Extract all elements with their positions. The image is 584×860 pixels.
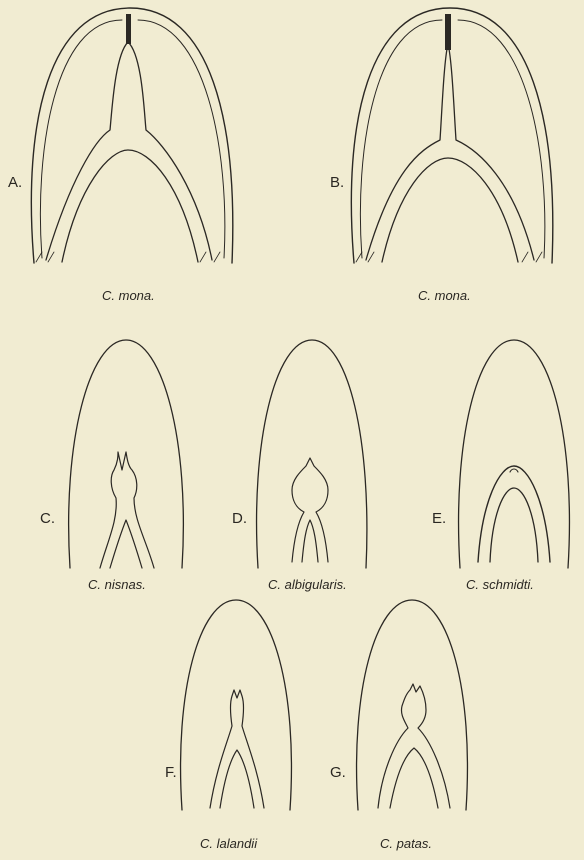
fig-e-bone-top: [510, 469, 518, 472]
fig-g-bone-inner: [390, 748, 438, 808]
figure-e-letter: E.: [432, 510, 446, 527]
fig-d-bone-inner: [302, 520, 318, 562]
fig-e-bone-inner: [490, 488, 538, 562]
figure-f-drawing: [181, 600, 292, 810]
figure-b-caption: C. mona.: [418, 288, 471, 303]
figure-a-caption: C. mona.: [102, 288, 155, 303]
fig-d-outline: [257, 340, 367, 568]
figure-e-drawing: [459, 340, 570, 568]
figure-c-caption: C. nisnas.: [88, 577, 146, 592]
figure-d-letter: D.: [232, 510, 247, 527]
figure-g-letter: G.: [330, 764, 346, 781]
figure-f-caption: C. lalandii: [200, 836, 257, 851]
figure-g-drawing: [357, 600, 468, 810]
figure-b-drawing: [351, 8, 552, 263]
figure-f-letter: F.: [165, 764, 177, 781]
figure-a-drawing: [31, 8, 232, 263]
fig-g-bone: [378, 684, 450, 808]
fig-f-outline: [181, 600, 292, 810]
fig-d-bone: [292, 458, 328, 562]
figure-d-drawing: [257, 340, 367, 568]
figure-d-caption: C. albigularis.: [268, 577, 347, 592]
fig-b-inner-wavy-outline: [360, 20, 544, 258]
figure-e-caption: C. schmidti.: [466, 577, 534, 592]
fig-a-inner-wavy-outline: [40, 20, 224, 258]
fig-c-bone-inner: [110, 520, 142, 568]
fig-b-suture: [445, 14, 451, 50]
fig-c-bone: [100, 452, 154, 568]
fig-e-bone-outer: [478, 466, 550, 562]
figure-c-drawing: [69, 340, 184, 568]
fig-f-bone-inner: [220, 750, 254, 808]
figure-b-letter: B.: [330, 174, 344, 191]
figure-g-caption: C. patas.: [380, 836, 432, 851]
fig-a-suture: [126, 14, 131, 44]
figure-c-letter: C.: [40, 510, 55, 527]
fig-g-outline: [357, 600, 468, 810]
fig-f-bone: [210, 690, 264, 808]
figure-a-letter: A.: [8, 174, 22, 191]
fig-e-outline: [459, 340, 570, 568]
